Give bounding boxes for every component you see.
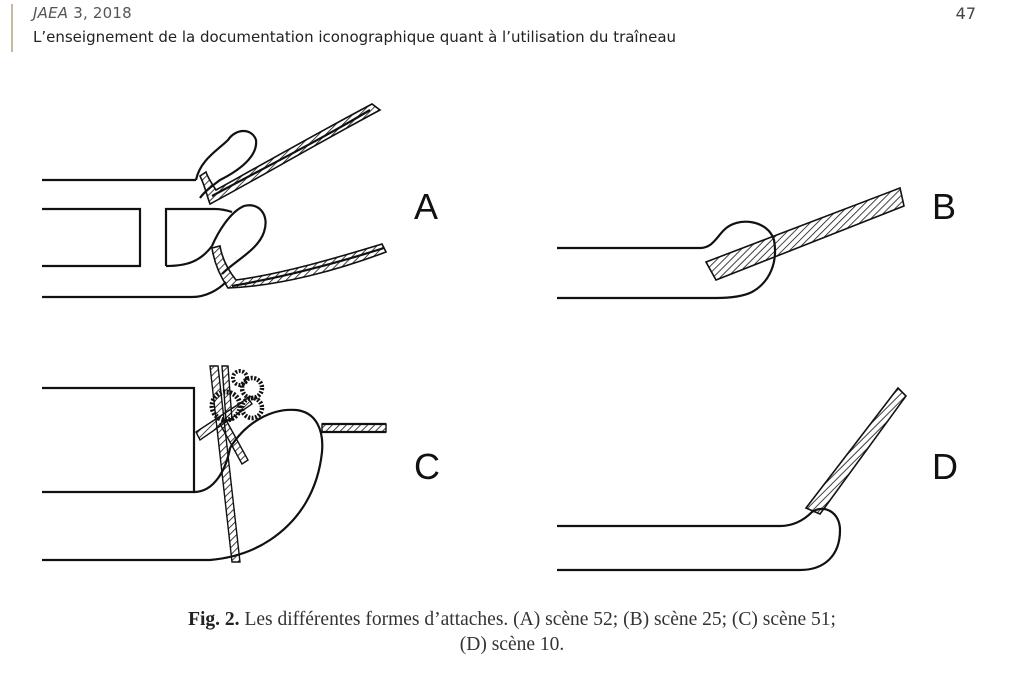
header-rule [11,4,13,52]
running-title: L’enseignement de la documentation icono… [33,28,677,46]
panel-label-d: D [932,446,958,487]
panel-c-rope [195,365,387,563]
panel-a-rope [198,103,388,289]
page-number: 47 [955,4,976,23]
caption-label: Fig. 2. [188,609,240,630]
journal-name: JAEA [33,4,69,22]
caption-line-1: Fig. 2. Les différentes formes d’attache… [0,607,1024,632]
figure-caption: Fig. 2. Les différentes formes d’attache… [0,607,1024,657]
panel-d-drawing [557,507,842,572]
panel-b-rope [704,186,905,282]
journal-issue: 3, 2018 [68,4,132,22]
journal-citation: JAEA 3, 2018 [33,4,132,22]
panel-label-c: C [414,446,440,487]
panel-label-a: A [414,186,439,227]
caption-text: Les différentes formes d’attaches. (A) s… [239,609,836,630]
panel-label-b: B [932,186,957,227]
caption-line-2: (D) scène 10. [459,634,565,655]
panel-d-rope [804,386,908,515]
